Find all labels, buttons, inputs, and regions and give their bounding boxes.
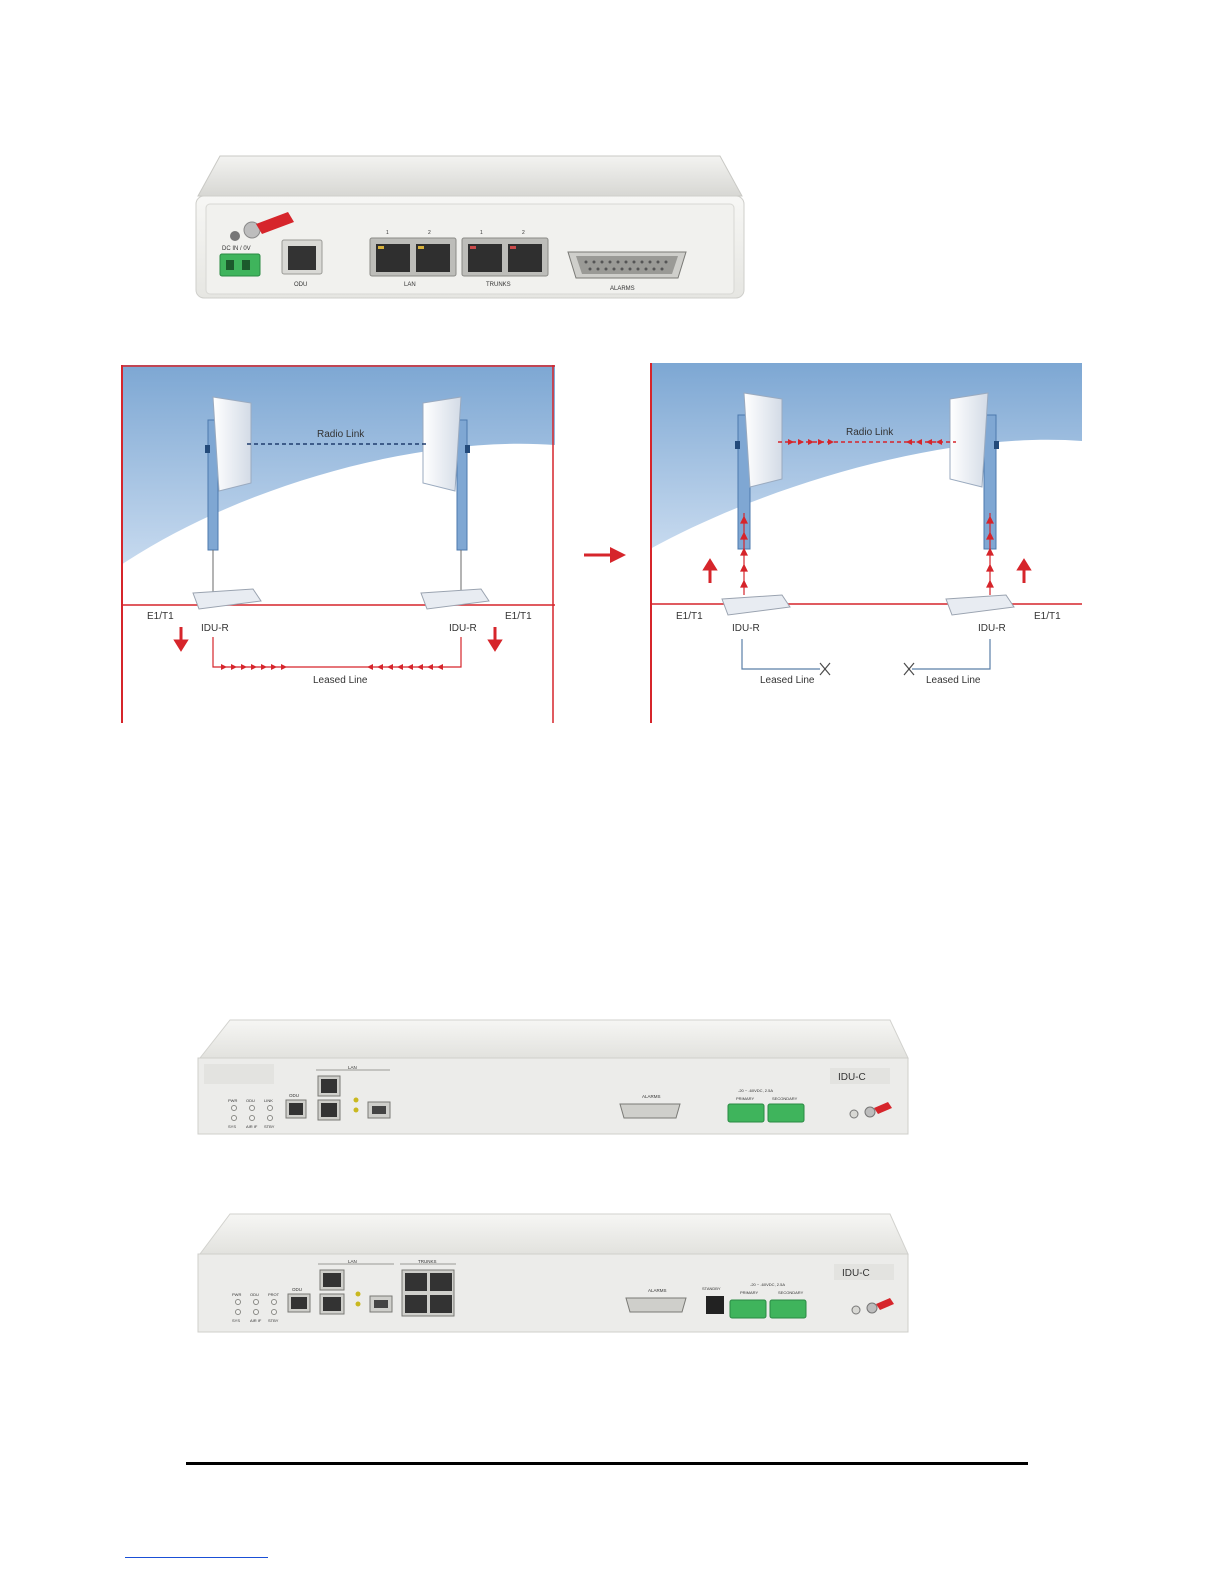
alarms-label-r2: ALARMS [648,1288,667,1293]
led2-label-1: PWR [232,1292,241,1297]
leased-line-left-label: Leased Line [760,675,815,686]
model-label-r1: IDU-C [838,1072,866,1083]
radio-link-label-right: Radio Link [846,427,894,438]
e1t1-left-label-2: E1/T1 [676,611,703,622]
radio-link-label: Radio Link [317,429,365,440]
alarms-label-r1: ALARMS [642,1094,661,1099]
led-label-5: AIR IF [246,1124,258,1129]
e1t1-right-label-2: E1/T1 [1034,611,1061,622]
leased-line-label: Leased Line [313,675,368,686]
dc-label: DC IN / 0V [222,246,251,252]
leased-line-right-label: Leased Line [926,675,981,686]
primary-label-r2: PRIMARY [740,1290,758,1295]
idu-r-device-photo: DC IN / 0V ODU 1 2 LAN 1 2 TRUNKS ALARMS [190,148,750,308]
led2-label-6: STBY [268,1318,279,1323]
standby-label-r2: STANDBY [702,1286,721,1291]
power-label-r1: -20 ~ -60VDC, 2.5A [738,1088,773,1093]
idu-r-left-label: IDU-R [201,623,229,634]
led2-label-3: PROT [268,1292,280,1297]
footer-rule [186,1462,1028,1465]
idu-c-rack-unit-2: PWR ODU PROT SYS AIR IF STBY ODU LAN TRU… [190,1212,914,1336]
idu-c-rack-unit-1: PWR ODU LINK SYS AIR IF STBY ODU LAN ALA… [190,1018,914,1138]
idu-r-right-label: IDU-R [449,623,477,634]
trunk-port-2-label: 2 [522,230,525,236]
led-label-6: STBY [264,1124,275,1129]
led-label-4: SYS [228,1124,236,1129]
led-label-1: PWR [228,1098,237,1103]
led2-label-5: AIR IF [250,1318,262,1323]
lan-label: LAN [404,282,416,288]
e1t1-left-label: E1/T1 [147,611,174,622]
secondary-label-r2: SECONDARY [778,1290,804,1295]
idu-r-right-label-2: IDU-R [978,623,1006,634]
lan-label-r1: LAN [348,1065,357,1070]
odu-label-r1: ODU [289,1093,299,1098]
alarms-label: ALARMS [610,286,635,292]
odu-label: ODU [294,282,307,288]
primary-label-r1: PRIMARY [736,1096,754,1101]
trunk-port-1-label: 1 [480,230,483,236]
lan-port-1-label: 1 [386,230,389,236]
transition-arrow [582,544,628,566]
power-label-r2: -20 ~ -60VDC, 2.5A [750,1282,785,1287]
lan-port-2-label: 2 [428,230,431,236]
idu-r-left-label-2: IDU-R [732,623,760,634]
footer-link-underline[interactable] [125,1557,268,1558]
led2-label-2: ODU [250,1292,259,1297]
trunks-label-r2: TRUNKS [418,1259,437,1264]
trunks-label: TRUNKS [486,282,511,288]
odu-label-r2: ODU [292,1287,302,1292]
lan-label-r2: LAN [348,1259,357,1264]
led-label-2: ODU [246,1098,255,1103]
diagram-leased-line: Radio Link IDU-R IDU-R E1/T1 E1/T1 Lease… [121,365,555,723]
led2-label-4: SYS [232,1318,240,1323]
secondary-label-r1: SECONDARY [772,1096,798,1101]
model-label-r2: IDU-C [842,1268,870,1279]
led-label-3: LINK [264,1098,273,1103]
diagram-radio-backup: Radio Link IDU-R IDU-R E1/T1 E1/T1 Lease… [650,363,1082,723]
e1t1-right-label: E1/T1 [505,611,532,622]
